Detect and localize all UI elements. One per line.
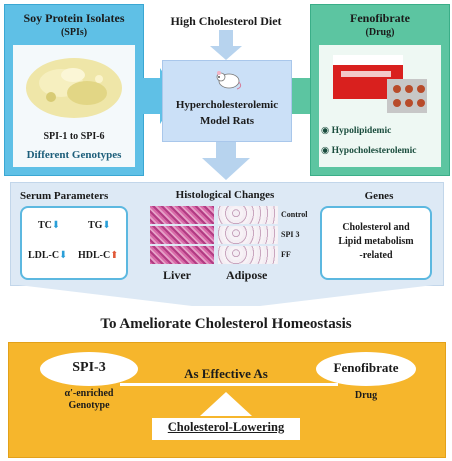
serum-item-tg: TG⬇: [88, 220, 111, 231]
diet-down-arrow: [210, 30, 242, 60]
genes-line-1: Cholesterol and: [342, 222, 410, 233]
balance-beam: [120, 383, 338, 386]
footer-box: [152, 418, 300, 440]
serum-box: TC⬇ TG⬇ LDL-C⬇ HDL-C⬆: [20, 206, 128, 280]
drug-box-image: [333, 55, 427, 113]
conclusion-title: To Ameliorate Cholesterol Homeostasis: [100, 316, 352, 332]
bullet-dot-icon: ◉: [321, 146, 332, 156]
serum-label: TC: [38, 220, 52, 231]
soy-panel: Soy Protein Isolates (SPIs) SPI-1 to SPI…: [4, 4, 144, 176]
funnel-arrow: [10, 284, 442, 306]
feno-photo-frame: ◉ Hypolipidemic ◉ Hypocholesterolemic: [319, 45, 441, 167]
fenofibrate-sub: Drug: [354, 390, 378, 401]
genes-line-2: Lipid metabolism: [338, 236, 414, 247]
spi3-sub-2: Genotype: [68, 400, 110, 411]
histo-row-spi3: SPI 3: [281, 230, 300, 239]
feno-title: Fenofibrate: [350, 11, 410, 25]
serum-item-tc: TC⬇: [38, 220, 60, 231]
histo-row-ff: FF: [281, 250, 291, 259]
liver-image-control: [150, 206, 214, 224]
fenofibrate-pill: [316, 352, 416, 386]
feno-bullet-text: Hypocholesterolemic: [331, 146, 417, 156]
diet-label: High Cholesterol Diet: [170, 14, 282, 28]
fenofibrate-panel: Fenofibrate (Drug) ◉ Hypolipidemic ◉ Hyp…: [310, 4, 450, 176]
model-line-2: Model Rats: [199, 115, 255, 127]
liver-image-ff: [150, 246, 214, 264]
model-line-1: Hypercholesterolemic: [175, 99, 279, 111]
genes-title: Genes: [364, 190, 394, 202]
up-arrow-icon: ⬆: [110, 250, 119, 261]
balance-fulcrum: [200, 392, 252, 416]
serum-label: LDL-C: [28, 250, 60, 261]
feno-subtitle: (Drug): [365, 27, 395, 38]
liver-label: Liver: [163, 268, 191, 282]
histo-row-control: Control: [281, 210, 308, 219]
genes-line-3: -related: [359, 250, 393, 261]
serum-item-ldl: LDL-C⬇: [28, 250, 68, 261]
feno-bullet-text: Hypolipidemic: [331, 126, 392, 136]
spi3-label: SPI-3: [72, 360, 106, 375]
spi3-pill: [40, 352, 138, 386]
soy-photo-frame: SPI-1 to SPI-6 Different Genotypes: [13, 45, 135, 167]
soy-powder-image: [26, 58, 122, 118]
comparison-label: As Effective As: [184, 366, 268, 381]
soy-subtitle: (SPIs): [60, 27, 88, 38]
soy-caption: SPI-1 to SPI-6: [43, 131, 105, 142]
model-rats-box: Hypercholesterolemic Model Rats: [162, 60, 292, 142]
liver-image-spi3: [150, 226, 214, 244]
model-down-arrow: [202, 140, 250, 180]
histo-title: Histological Changes: [175, 189, 275, 201]
adipose-image-control: [218, 206, 278, 224]
serum-label: HDL-C: [78, 250, 111, 261]
adipose-label: Adipose: [226, 268, 268, 282]
down-arrow-icon: ⬇: [102, 220, 111, 231]
down-arrow-icon: ⬇: [51, 220, 61, 231]
feno-bullet-2: ◉ Hypocholesterolemic: [321, 145, 441, 156]
rat-icon: [216, 71, 242, 90]
footer-label: Cholesterol-Lowering: [167, 420, 285, 434]
spi3-sub-1: α′-enriched: [64, 388, 114, 399]
genes-box: Cholesterol and Lipid metabolism -relate…: [320, 206, 432, 280]
down-arrow-icon: ⬇: [59, 250, 68, 261]
serum-label: TG: [88, 220, 103, 231]
fenofibrate-label: Fenofibrate: [333, 360, 399, 375]
serum-title: Serum Parameters: [20, 190, 109, 202]
soy-footer: Different Genotypes: [26, 149, 122, 161]
balance-scale: [120, 383, 338, 416]
bullet-dot-icon: ◉: [321, 126, 332, 136]
adipose-image-ff: [218, 246, 278, 264]
adipose-image-spi3: [218, 226, 278, 244]
soy-title: Soy Protein Isolates: [23, 11, 125, 25]
serum-item-hdl: HDL-C⬆: [78, 250, 119, 261]
feno-bullet-1: ◉ Hypolipidemic: [321, 125, 441, 136]
